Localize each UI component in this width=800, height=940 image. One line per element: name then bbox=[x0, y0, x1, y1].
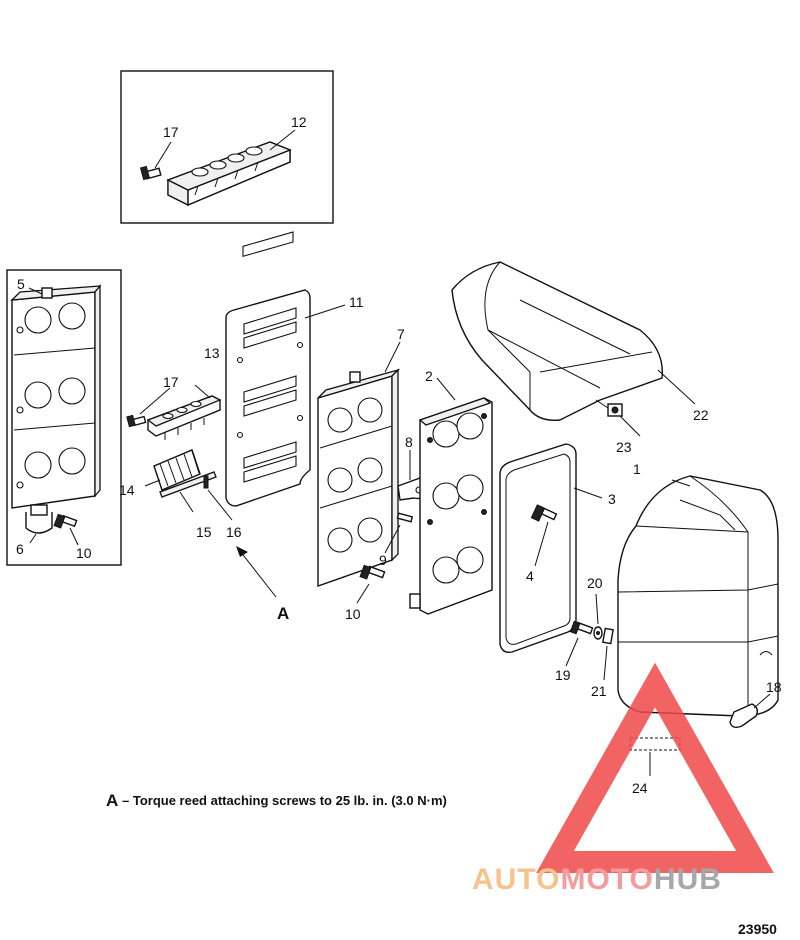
cover-part-1 bbox=[617, 475, 779, 717]
inset-box-reed-housing: 5 6 10 bbox=[6, 269, 122, 566]
callout-8: 8 bbox=[405, 434, 413, 450]
callout-24: 24 bbox=[632, 780, 648, 796]
screw-part-17 bbox=[126, 414, 147, 428]
callout-11: 11 bbox=[349, 294, 364, 310]
screw-part-19 bbox=[569, 620, 594, 635]
callout-15: 15 bbox=[196, 524, 212, 540]
detail-marker-a: A bbox=[277, 604, 289, 623]
plate-part-2 bbox=[409, 397, 493, 615]
callout-19: 19 bbox=[555, 667, 571, 683]
callout-17: 17 bbox=[163, 374, 179, 390]
screw-part-17-inset bbox=[139, 165, 162, 181]
reed-block-part-13 bbox=[146, 395, 222, 440]
callout-7: 7 bbox=[397, 326, 405, 342]
note-text: – Torque reed attaching screws to 25 lb.… bbox=[122, 793, 447, 808]
callout-6: 6 bbox=[16, 541, 24, 557]
cover-part-22 bbox=[451, 261, 664, 421]
clip-part-6 bbox=[25, 504, 53, 534]
callout-12: 12 bbox=[291, 114, 307, 130]
inset-box-reed-block: 17 12 bbox=[120, 70, 334, 224]
nut-part-23 bbox=[595, 399, 623, 417]
callout-10: 10 bbox=[345, 606, 361, 622]
watermark-logo: AUTOMOTOHUB bbox=[472, 662, 774, 896]
callout-1: 1 bbox=[633, 461, 641, 477]
callout-17-inset: 17 bbox=[163, 124, 179, 140]
screw-part-10-left bbox=[53, 513, 78, 529]
reed-stop-part-15 bbox=[159, 471, 217, 498]
washer-part-20 bbox=[593, 626, 603, 640]
callout-23: 23 bbox=[616, 439, 632, 455]
note-marker: A bbox=[106, 791, 118, 810]
gasket-part-3 bbox=[499, 443, 577, 654]
callout-5: 5 bbox=[17, 276, 25, 292]
reed-plate-part-7 bbox=[317, 368, 401, 587]
torque-note: A – Torque reed attaching screws to 25 l… bbox=[106, 791, 447, 810]
callout-2: 2 bbox=[425, 368, 433, 384]
callout-22: 22 bbox=[693, 407, 709, 423]
callout-3: 3 bbox=[608, 491, 616, 507]
fastener-part-18 bbox=[729, 703, 759, 729]
screw-part-9 bbox=[396, 512, 414, 523]
screw-part-4 bbox=[530, 504, 558, 522]
callout-16: 16 bbox=[226, 524, 242, 540]
callout-9: 9 bbox=[379, 552, 387, 568]
callout-14: 14 bbox=[119, 482, 135, 498]
reed-block-part-12 bbox=[166, 141, 292, 207]
callout-13: 13 bbox=[204, 345, 220, 361]
callout-18: 18 bbox=[766, 679, 782, 695]
reed-housing-part-5 bbox=[10, 284, 102, 509]
screw-part-10 bbox=[359, 564, 386, 580]
grommet-part-21 bbox=[602, 627, 614, 645]
gasket-part-11 bbox=[225, 231, 311, 507]
watermark-triangle bbox=[536, 662, 774, 873]
screw-part-16 bbox=[203, 475, 209, 489]
callout-20: 20 bbox=[587, 575, 603, 591]
figure-number: 23950 bbox=[738, 921, 777, 937]
callout-21: 21 bbox=[591, 683, 607, 699]
decal-part-24 bbox=[629, 737, 681, 751]
detail-arrow-a bbox=[236, 546, 277, 598]
watermark-text: AUTOMOTOHUB bbox=[472, 863, 722, 896]
reed-petals-part-14 bbox=[153, 449, 201, 491]
callout-4: 4 bbox=[526, 568, 534, 584]
callout-10-left: 10 bbox=[76, 545, 92, 561]
